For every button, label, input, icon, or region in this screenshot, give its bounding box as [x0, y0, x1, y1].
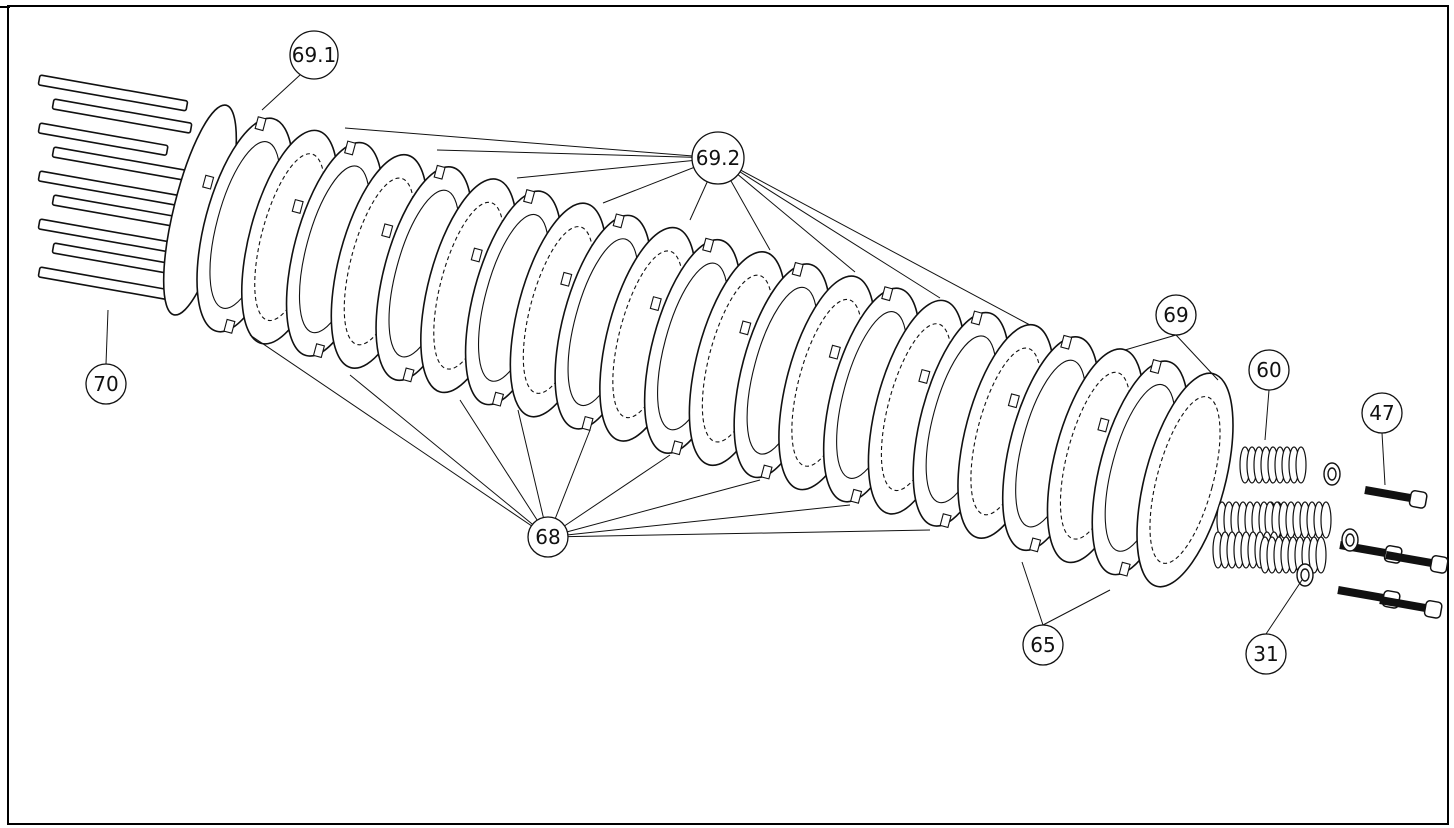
spring: [1264, 501, 1332, 539]
washer-hole: [1327, 467, 1337, 481]
bolt: [1385, 551, 1449, 574]
friction-plate: [1136, 372, 1234, 588]
callout-31: 31: [1245, 633, 1287, 675]
basket-finger: [37, 122, 169, 156]
leader-lines: [105, 74, 1386, 635]
bolt: [1364, 486, 1428, 509]
callout-68: 68: [527, 516, 569, 558]
callout-label: 69.1: [292, 43, 337, 67]
spring: [1239, 446, 1307, 484]
leader-line: [261, 74, 301, 111]
leader-line: [1124, 334, 1177, 351]
clutch-plate-stack: [196, 116, 1234, 588]
leader-line: [1021, 561, 1044, 626]
leader-line: [1265, 579, 1303, 635]
leader-line: [105, 309, 109, 365]
callout-label: 31: [1253, 642, 1278, 666]
washer-hole: [1300, 568, 1310, 582]
spring-washers: [1296, 462, 1359, 587]
leader-line: [517, 409, 549, 538]
leader-line: [249, 334, 549, 538]
leader-line: [1381, 432, 1386, 486]
leader-line: [547, 529, 931, 538]
spring: [1259, 536, 1327, 574]
callout-69-2: 69.2: [691, 131, 745, 185]
callout-label: 70: [93, 372, 118, 396]
callout-label: 60: [1256, 358, 1281, 382]
clutch-bolts: [1337, 486, 1449, 619]
callout-69: 69: [1155, 294, 1197, 336]
leader-line: [436, 149, 719, 159]
leader-line: [547, 454, 671, 538]
callout-70: 70: [85, 363, 127, 405]
callout-label: 47: [1369, 401, 1394, 425]
leader-line: [717, 157, 941, 299]
callout-label: 69.2: [696, 146, 741, 170]
page-border: [7, 5, 1449, 825]
callout-label: 69: [1163, 303, 1188, 327]
leader-line: [516, 157, 719, 179]
basket-finger: [37, 266, 169, 300]
callout-65: 65: [1022, 624, 1064, 666]
callout-60: 60: [1248, 349, 1290, 391]
clutch-springs: [1212, 446, 1332, 574]
leader-line: [717, 157, 856, 273]
leader-line: [344, 127, 719, 159]
leader-line: [1042, 589, 1111, 626]
callout-label: 65: [1030, 633, 1055, 657]
leader-line: [349, 374, 549, 538]
leader-line: [1175, 334, 1219, 381]
leader-line: [1264, 389, 1270, 441]
leader-line: [717, 157, 1031, 326]
leader-line: [547, 504, 851, 538]
leader-line: [547, 479, 761, 538]
basket-finger: [37, 74, 189, 112]
callout-47: 47: [1361, 392, 1403, 434]
callout-label: 68: [535, 525, 560, 549]
clutch-basket: [37, 74, 238, 316]
washer-hole: [1345, 533, 1355, 547]
basket-finger: [51, 98, 193, 134]
callout-69-1: 69.1: [289, 30, 339, 80]
bolt: [1379, 596, 1443, 619]
leader-line: [459, 399, 549, 538]
